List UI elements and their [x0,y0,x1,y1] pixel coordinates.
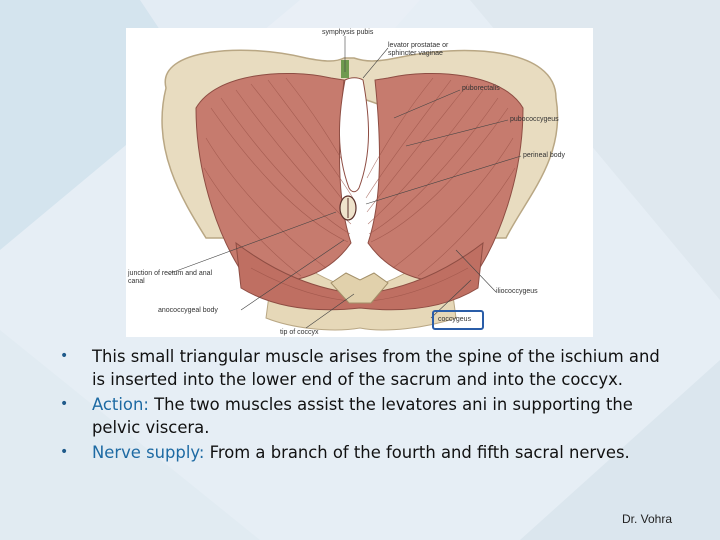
label-coccygeus: coccygeus [438,316,472,323]
bullet-icon: • [60,348,69,364]
bullet-nerve-text: From a branch of the fourth and fifth sa… [204,443,630,462]
label-puborectalis: puborectalis [462,85,500,92]
pelvic-muscle-illustration [161,36,559,331]
pelvic-floor-figure: symphysis pubis levator prostatae or sph… [126,28,593,337]
bullet-list: • This small triangular muscle arises fr… [60,345,660,466]
label-symphysis-pubis: symphysis pubis [322,29,374,36]
label-levator-prostatae: levator prostatae or sphincter vaginae [388,42,449,57]
coccygeus-highlight-box [432,310,484,330]
label-iliococcygeus: iliococcygeus [496,288,538,295]
author-footer: Dr. Vohra [621,512,672,526]
bullet-action-term: Action: [92,395,149,414]
label-tip-of-coccyx: tip of coccyx [280,329,319,336]
bullet-item-origin: • This small triangular muscle arises fr… [60,345,660,391]
bullet-icon: • [60,444,69,460]
bullet-icon: • [60,396,69,412]
label-perineal-body: perineal body [523,152,566,159]
bullet-nerve-term: Nerve supply: [92,443,205,462]
bullet-item-nerve-supply: • Nerve supply: From a branch of the fou… [60,441,660,464]
bullet-item-action: • Action: The two muscles assist the lev… [60,393,660,439]
label-anococcygeal-body: anococcygeal body [158,307,218,314]
label-pubococcygeus: pubococcygeus [510,116,559,123]
bullet-origin-text: This small triangular muscle arises from… [92,347,660,389]
label-junction-rectum-anal-canal: junction of rectum and anal canal [128,270,213,285]
bullet-action-text: The two muscles assist the levatores ani… [92,395,633,437]
